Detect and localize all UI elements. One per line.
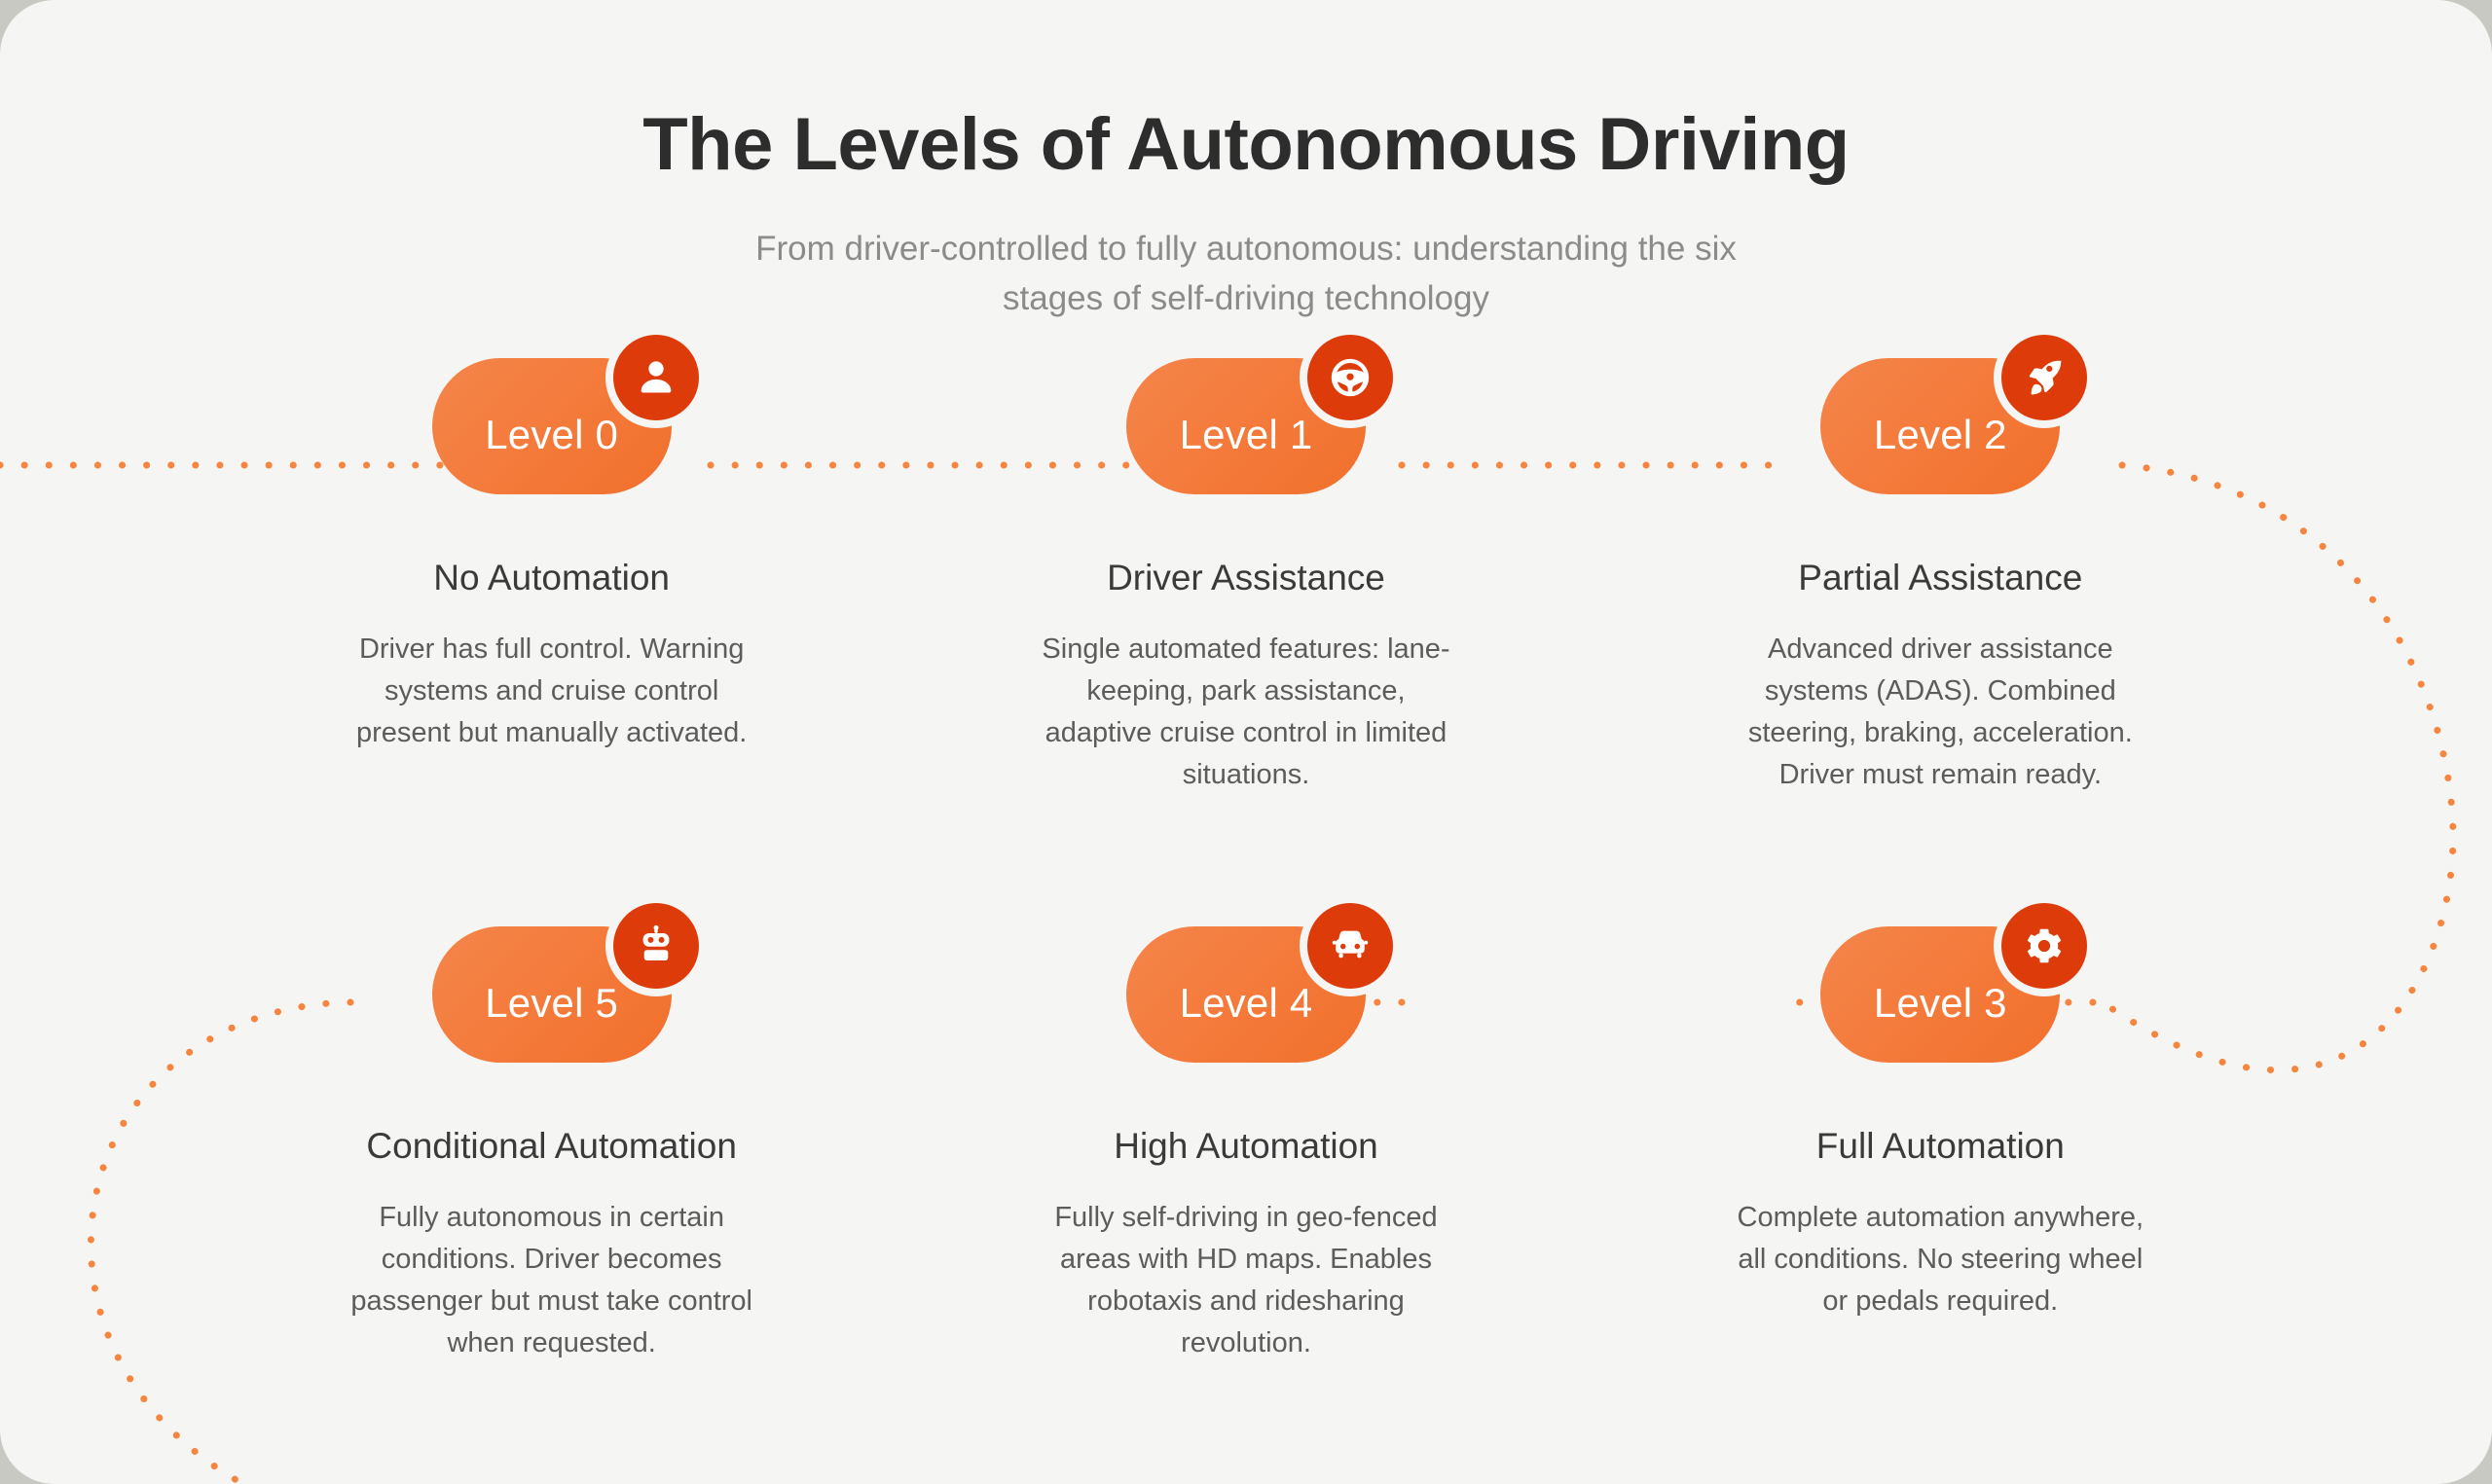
level-badge-cluster-5[interactable]: Level 5 [431, 895, 707, 1063]
level-title-5: Conditional Automation [366, 1126, 737, 1166]
level-title-1: Driver Assistance [1107, 558, 1385, 597]
level-pill-label-0: Level 0 [485, 412, 619, 457]
level-card-3[interactable]: Level 3 Full Automation Complete automat… [1594, 895, 2288, 1364]
levels-grid: Level 0 No Automation Driver has full co… [204, 327, 2288, 1364]
steering-wheel-icon [1306, 335, 1393, 420]
level-pill-label-1: Level 1 [1179, 412, 1313, 457]
level-card-0[interactable]: Level 0 No Automation Driver has full co… [204, 327, 898, 891]
level-title-4: High Automation [1114, 1126, 1378, 1166]
level-card-4[interactable]: Level 4 [898, 895, 1593, 1364]
level-pill-label-2: Level 2 [1873, 412, 2007, 457]
robot-icon [612, 903, 699, 989]
car-icon [1306, 903, 1393, 989]
gear-icon [2001, 903, 2088, 989]
level-card-2[interactable]: Level 2 Partial Assistance Advanced driv… [1594, 327, 2288, 891]
level-description-1: Single automated features: lane-keeping,… [1042, 633, 1450, 791]
level-title-2: Partial Assistance [1798, 558, 2083, 597]
level-description-5: Fully autonomous in certain conditions. … [350, 1202, 752, 1359]
level-badge-cluster-1[interactable]: Level 1 [1125, 327, 1401, 494]
level-description-0: Driver has full control. Warning systems… [355, 633, 748, 749]
page-subtitle: From driver-controlled to fully autonomo… [755, 230, 1737, 318]
level-title-3: Full Automation [1815, 1126, 2065, 1166]
level-description-4: Fully self-driving in geo-fenced areas w… [1054, 1202, 1438, 1359]
level-pill-4[interactable]: Level 4 [1125, 926, 1366, 1063]
level-pill-label-5: Level 5 [485, 980, 619, 1026]
level-pill-label-4: Level 4 [1179, 980, 1313, 1026]
level-description-2: Advanced driver assistance systems (ADAS… [1747, 633, 2133, 791]
level-description-3: Complete automation anywhere, all condit… [1737, 1202, 2144, 1318]
level-badge-cluster-2[interactable]: Level 2 [1820, 327, 2096, 494]
level-pill-label-3: Level 3 [1873, 980, 2007, 1026]
header: The Levels of Autonomous Driving From dr… [0, 103, 2492, 323]
level-badge-cluster-0[interactable]: Level 0 [431, 327, 707, 494]
page-title: The Levels of Autonomous Driving [642, 103, 1850, 186]
rocket-icon [2001, 335, 2088, 420]
level-badge-cluster-3[interactable]: Level 3 [1820, 895, 2096, 1063]
level-pill-5[interactable]: Level 5 [431, 926, 672, 1063]
level-title-0: No Automation [433, 558, 671, 597]
level-card-1[interactable]: Level 1 Driver Assistance Single automat… [898, 327, 1593, 891]
level-badge-cluster-4[interactable]: Level 4 [1125, 895, 1401, 1063]
level-card-5[interactable]: Level 5 Conditional Aut [204, 895, 898, 1364]
person-icon [612, 335, 699, 420]
